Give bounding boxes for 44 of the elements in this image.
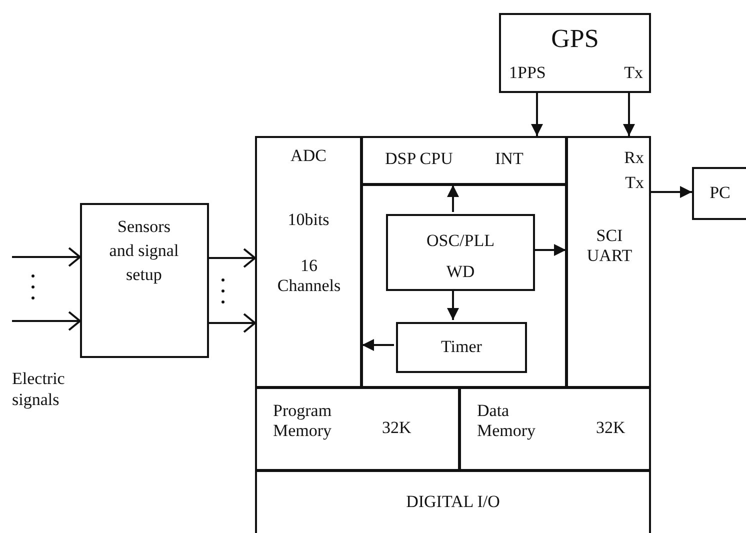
sci-block xyxy=(566,136,651,388)
oscillator-box xyxy=(386,214,535,291)
pc-box xyxy=(692,167,746,220)
process-box xyxy=(80,203,209,358)
block-label: OSC/PLL WD xyxy=(425,230,496,283)
block-label: 1PPS xyxy=(509,63,547,84)
block-label: SCI UART xyxy=(586,226,634,267)
arrow xyxy=(651,186,692,198)
block-label: ADC xyxy=(290,146,328,166)
adc-block xyxy=(255,136,362,388)
arrow xyxy=(209,248,256,268)
block-label: DSP CPU xyxy=(385,149,454,170)
block-label: DIGITAL I/O xyxy=(405,492,501,512)
arrow xyxy=(623,93,635,136)
block-label: 32K xyxy=(596,418,626,438)
arrow xyxy=(209,313,256,333)
block-label: Sensors and signal setup xyxy=(108,216,180,286)
gps-box xyxy=(499,13,651,93)
block-label: Timer xyxy=(440,337,483,358)
block-label: Data Memory xyxy=(477,401,537,442)
block-label: 10bits xyxy=(286,210,330,230)
block-label: INT xyxy=(495,149,524,170)
cpu-band xyxy=(361,136,567,185)
arrow xyxy=(447,289,459,320)
block-label: Program Memory xyxy=(273,401,333,442)
io-block xyxy=(255,470,651,533)
block-label: Tx xyxy=(623,63,643,84)
block-label: GPS xyxy=(550,23,600,54)
arrow xyxy=(12,247,81,267)
block-label: Rx xyxy=(623,148,644,168)
arrow xyxy=(531,93,543,136)
block-label: PC xyxy=(708,183,732,204)
arrow xyxy=(533,244,566,256)
memory-block xyxy=(255,387,460,471)
block-label: 16 Channels xyxy=(276,256,342,297)
block-label: Tx xyxy=(624,173,644,194)
block-label: 32K xyxy=(382,418,412,438)
dsp-core-area xyxy=(361,184,567,388)
memory-block xyxy=(459,387,651,471)
timer-box xyxy=(396,322,527,373)
arrow xyxy=(12,311,81,331)
arrow xyxy=(362,339,394,351)
caption-text: Electric signals xyxy=(12,368,66,410)
arrow xyxy=(447,185,459,212)
